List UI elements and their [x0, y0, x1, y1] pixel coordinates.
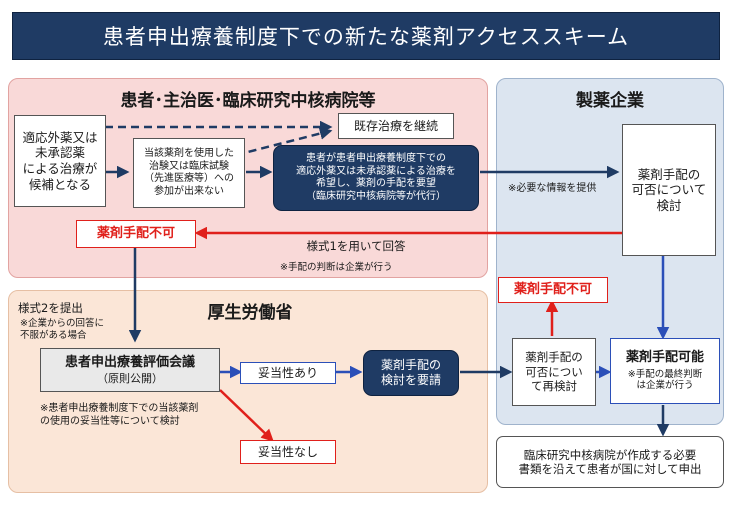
valid-box: 妥当性あり — [240, 362, 336, 384]
not-available-left-box: 薬剤手配不可 — [76, 220, 196, 248]
arrow-council-to-invalid — [219, 389, 274, 442]
form1-label: 様式1を用いて回答 — [306, 239, 406, 253]
final-application-box: 臨床研究中核病院が作成する必要 書類を沿えて患者が国に対して申出 — [496, 436, 724, 488]
form2-note: ※企業からの回答に 不服がある場合 — [20, 318, 104, 342]
form2-label: 様式2を提出 — [18, 301, 83, 315]
rereview-box: 薬剤手配の 可否につい て再検討 — [512, 338, 596, 406]
region-pharma-title: 製薬企業 — [576, 91, 644, 111]
necessary-info-label: ※必要な情報を提供 — [508, 183, 597, 194]
form1-note: ※手配の判断は企業が行う — [280, 262, 393, 273]
not-available-right-box: 薬剤手配不可 — [498, 277, 608, 303]
region-patient-title: 患者･主治医･臨床研究中核病院等 — [120, 91, 376, 111]
council-box: 患者申出療養評価会議 （原則公開） — [40, 348, 220, 392]
available-title: 薬剤手配可能 — [625, 350, 704, 366]
available-note: ※手配の最終判断 は企業が行う — [627, 368, 703, 392]
available-box: 薬剤手配可能 ※手配の最終判断 は企業が行う — [610, 338, 720, 404]
invalid-box: 妥当性なし — [240, 440, 336, 464]
arrow-cannotjoin-to-continue — [235, 127, 333, 157]
page-title: 患者申出療養制度下での新たな薬剤アクセススキーム — [12, 12, 720, 60]
council-note: ※患者申出療養制度下での当該薬剤 の使用の妥当性等について検討 — [40, 403, 199, 427]
continue-treatment-box: 既存治療を継続 — [338, 113, 454, 139]
council-title: 患者申出療養評価会議 — [64, 354, 195, 370]
pharma-review-box: 薬剤手配の 可否について 検討 — [622, 124, 716, 256]
region-mhlw-title: 厚生労働省 — [207, 303, 293, 323]
council-sub: （原則公開） — [97, 371, 163, 385]
patient-request-box: 患者が患者申出療養制度下での 適応外薬又は未承認薬による治療を 希望し、薬剤の手… — [273, 145, 479, 211]
candidate-box: 適応外薬又は 未承認薬 による治療が 候補となる — [14, 115, 106, 207]
cannot-join-box: 当該薬剤を使用した 治験又は臨床試験 （先進医療等）への 参加が出来ない — [133, 138, 245, 208]
request-review-box: 薬剤手配の 検討を要請 — [363, 350, 459, 396]
